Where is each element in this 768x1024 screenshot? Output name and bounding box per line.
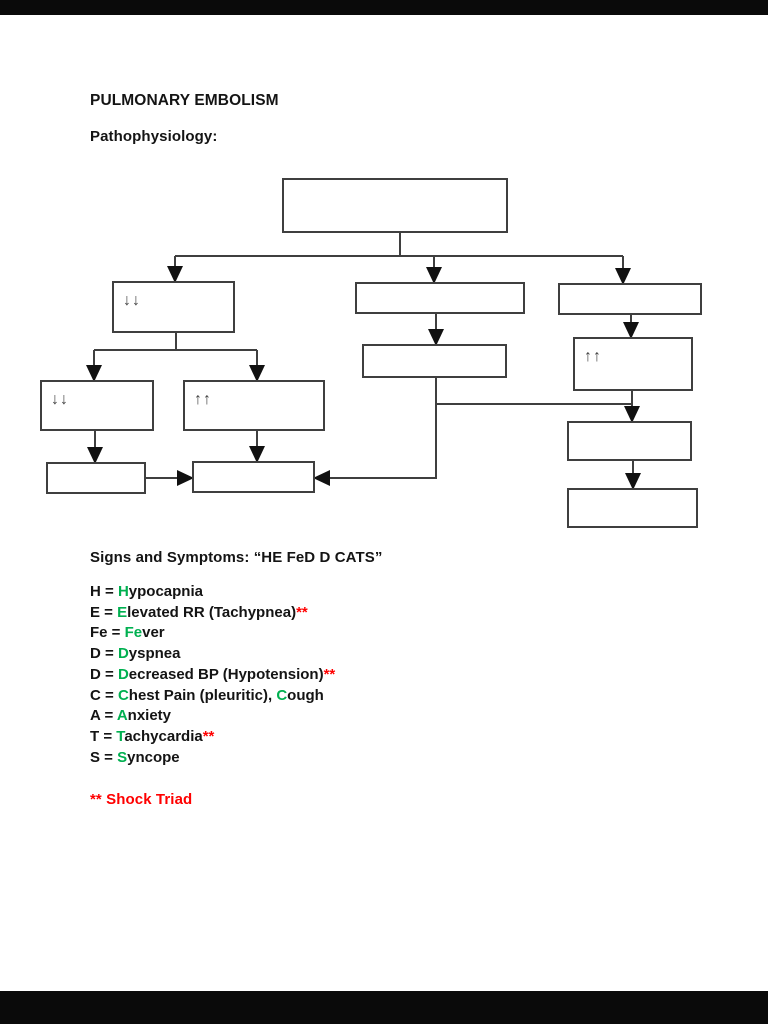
mnemonic-line: S = Syncope	[90, 748, 335, 769]
mnemonic-text: nxiety	[127, 707, 172, 725]
flowchart-box-right-2	[573, 337, 693, 391]
mnemonic-line: A = Anxiety	[90, 706, 335, 727]
flowchart-box-left-2b	[183, 380, 325, 431]
mnemonic-line: H = Hypocapnia	[90, 582, 335, 603]
mnemonic-key-letter: D	[117, 645, 129, 663]
double-down-arrows-icon: ↓↓	[51, 391, 69, 408]
flowchart-box-mid-1	[355, 282, 525, 314]
section-heading-signs-symptoms: Signs and Symptoms: “HE FeD D CATS”	[90, 549, 383, 566]
mnemonic-line: D = Decreased BP (Hypotension)**	[90, 665, 335, 686]
mnemonic-text: ecreased BP (Hypotension)	[128, 665, 324, 683]
mnemonic-text: hest Pain (pleuritic),	[128, 686, 277, 704]
double-down-arrows-icon: ↓↓	[123, 292, 141, 309]
viewer-letterbox-bottom	[0, 991, 768, 1024]
mnemonic-key-letter: H	[117, 583, 129, 600]
flowchart-box-top	[282, 178, 508, 233]
mnemonic-text: H =	[90, 583, 118, 600]
viewer-letterbox-top	[0, 0, 768, 15]
mnemonic-text: D =	[90, 645, 118, 663]
mnemonic-line: T = Tachycardia**	[90, 727, 335, 748]
mnemonic-text: S =	[90, 748, 118, 766]
mnemonic-key-letter: C	[276, 686, 288, 704]
flowchart-box-right-4	[567, 488, 698, 528]
mnemonic-text: ypocapnia	[128, 583, 203, 600]
mnemonic-key-letter: Fe	[124, 624, 143, 642]
mnemonic-key-letter: D	[117, 665, 129, 683]
flowchart-box-right-1	[558, 283, 702, 315]
flowchart-box-mid-2	[362, 344, 507, 378]
flowchart-box-left-2a	[40, 380, 154, 431]
flowchart-box-left-3a	[46, 462, 146, 494]
mnemonic-line: C = Chest Pain (pleuritic), Cough	[90, 686, 335, 707]
mnemonic-key-letter: A	[116, 707, 128, 725]
mnemonic-line: D = Dyspnea	[90, 644, 335, 665]
flowchart-box-left-3b	[192, 461, 315, 493]
connector-mid2-down-left	[313, 377, 437, 486]
pathophysiology-flowchart: ↓↓ ↓↓ ↑↑ ↑↑	[40, 178, 702, 528]
mnemonic-text: A =	[90, 707, 117, 725]
mnemonic-text: D =	[90, 665, 118, 683]
mnemonic-text: achycardia	[124, 727, 203, 745]
mnemonic-key-letter: C	[117, 686, 129, 704]
mnemonic-text: T =	[90, 727, 117, 745]
page-title: PULMONARY EMBOLISM	[90, 92, 279, 109]
shock-triad-marker: **	[323, 665, 336, 683]
mnemonic-line: E = Elevated RR (Tachypnea)**	[90, 603, 335, 624]
shock-triad-footnote: ** Shock Triad	[90, 791, 193, 808]
double-up-arrows-icon: ↑↑	[194, 391, 212, 408]
mnemonic-text: levated RR (Tachypnea)	[127, 603, 297, 621]
mnemonic-text: yspnea	[128, 645, 181, 663]
mnemonic-text: ough	[287, 686, 324, 704]
flowchart-box-right-3	[567, 421, 692, 461]
shock-triad-marker: **	[296, 603, 308, 621]
mnemonic-key-letter: S	[117, 748, 128, 766]
mnemonic-text: Fe =	[90, 624, 125, 642]
mnemonic-text: yncope	[127, 748, 180, 766]
flowchart-box-left-1	[112, 281, 235, 333]
shock-triad-marker: **	[202, 727, 215, 745]
mnemonic-line: Fe = Fever	[90, 623, 335, 644]
mnemonic-text: E =	[90, 603, 118, 621]
double-up-arrows-icon: ↑↑	[584, 348, 602, 365]
mnemonic-text: ver	[142, 624, 165, 642]
mnemonic-key-letter: T	[116, 727, 125, 745]
mnemonic-text: C =	[90, 686, 118, 704]
mnemonic-key-letter: E	[117, 603, 128, 621]
section-heading-pathophysiology: Pathophysiology:	[90, 128, 218, 145]
